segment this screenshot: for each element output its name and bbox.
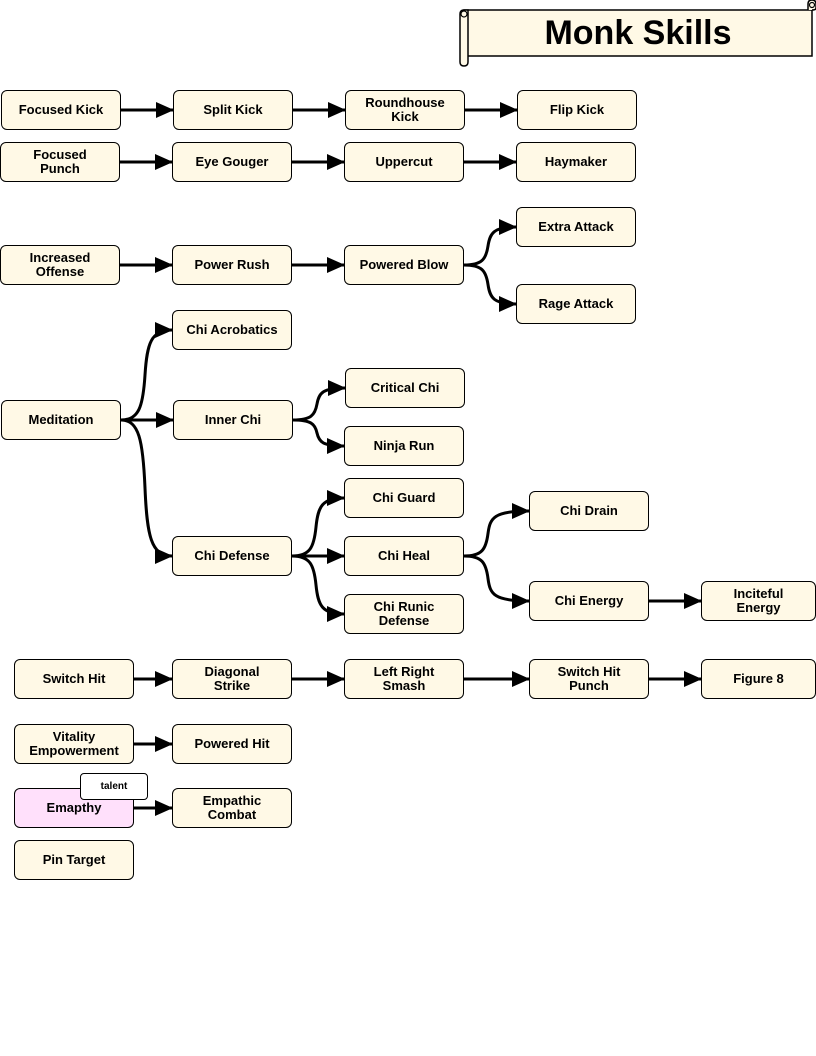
skill-node-diagonal-strike: Diagonal Strike xyxy=(172,659,292,699)
skill-node-roundhouse-kick: Roundhouse Kick xyxy=(345,90,465,130)
skill-node-inner-chi: Inner Chi xyxy=(173,400,293,440)
title-scroll-banner xyxy=(459,0,816,67)
skill-node-flip-kick: Flip Kick xyxy=(517,90,637,130)
skill-node-increased-offense: Increased Offense xyxy=(0,245,120,285)
skill-node-focused-kick: Focused Kick xyxy=(1,90,121,130)
skill-node-figure-8: Figure 8 xyxy=(701,659,816,699)
skill-node-focused-punch: Focused Punch xyxy=(0,142,120,182)
talent-tag: talent xyxy=(80,773,148,800)
skill-node-switch-hit-punch: Switch Hit Punch xyxy=(529,659,649,699)
edge-chi-defense-to-chi-guard xyxy=(291,490,345,558)
skill-node-chi-heal: Chi Heal xyxy=(344,536,464,576)
edge-meditation-to-chi-acrobatics xyxy=(120,322,173,422)
edge-chi-heal-to-chi-energy xyxy=(463,554,530,609)
skill-node-left-right-smash: Left Right Smash xyxy=(344,659,464,699)
skill-node-split-kick: Split Kick xyxy=(173,90,293,130)
edge-meditation-to-chi-defense xyxy=(120,418,173,564)
skill-node-chi-guard: Chi Guard xyxy=(344,478,464,518)
skill-node-chi-defense: Chi Defense xyxy=(172,536,292,576)
skill-node-powered-blow: Powered Blow xyxy=(344,245,464,285)
skill-node-pin-target: Pin Target xyxy=(14,840,134,880)
skill-node-chi-runic-defense: Chi Runic Defense xyxy=(344,594,464,634)
skill-node-emapthy: Emapthy xyxy=(14,788,134,828)
edges-layer xyxy=(120,102,702,816)
edge-inner-chi-to-critical-chi xyxy=(292,380,346,422)
skill-node-extra-attack: Extra Attack xyxy=(516,207,636,247)
skill-node-meditation: Meditation xyxy=(1,400,121,440)
skill-node-chi-acrobatics: Chi Acrobatics xyxy=(172,310,292,350)
skill-node-chi-drain: Chi Drain xyxy=(529,491,649,531)
skill-node-chi-energy: Chi Energy xyxy=(529,581,649,621)
edge-chi-heal-to-chi-drain xyxy=(463,503,530,558)
page-title: Monk Skills xyxy=(544,13,732,52)
skill-node-empathic-combat: Empathic Combat xyxy=(172,788,292,828)
skill-node-uppercut: Uppercut xyxy=(344,142,464,182)
skill-node-eye-gouger: Eye Gouger xyxy=(172,142,292,182)
edge-powered-blow-to-extra-attack xyxy=(463,219,517,267)
skill-node-haymaker: Haymaker xyxy=(516,142,636,182)
edge-inner-chi-to-ninja-run xyxy=(292,418,345,454)
skill-node-ninja-run: Ninja Run xyxy=(344,426,464,466)
skill-node-inciteful-energy: Inciteful Energy xyxy=(701,581,816,621)
skill-node-vitality-empowerment: Vitality Empowerment xyxy=(14,724,134,764)
skill-node-switch-hit: Switch Hit xyxy=(14,659,134,699)
edge-chi-defense-to-chi-runic-defense xyxy=(291,554,345,622)
skill-node-power-rush: Power Rush xyxy=(172,245,292,285)
edge-powered-blow-to-rage-attack xyxy=(463,263,517,312)
skill-node-powered-hit: Powered Hit xyxy=(172,724,292,764)
skill-node-critical-chi: Critical Chi xyxy=(345,368,465,408)
skill-node-rage-attack: Rage Attack xyxy=(516,284,636,324)
